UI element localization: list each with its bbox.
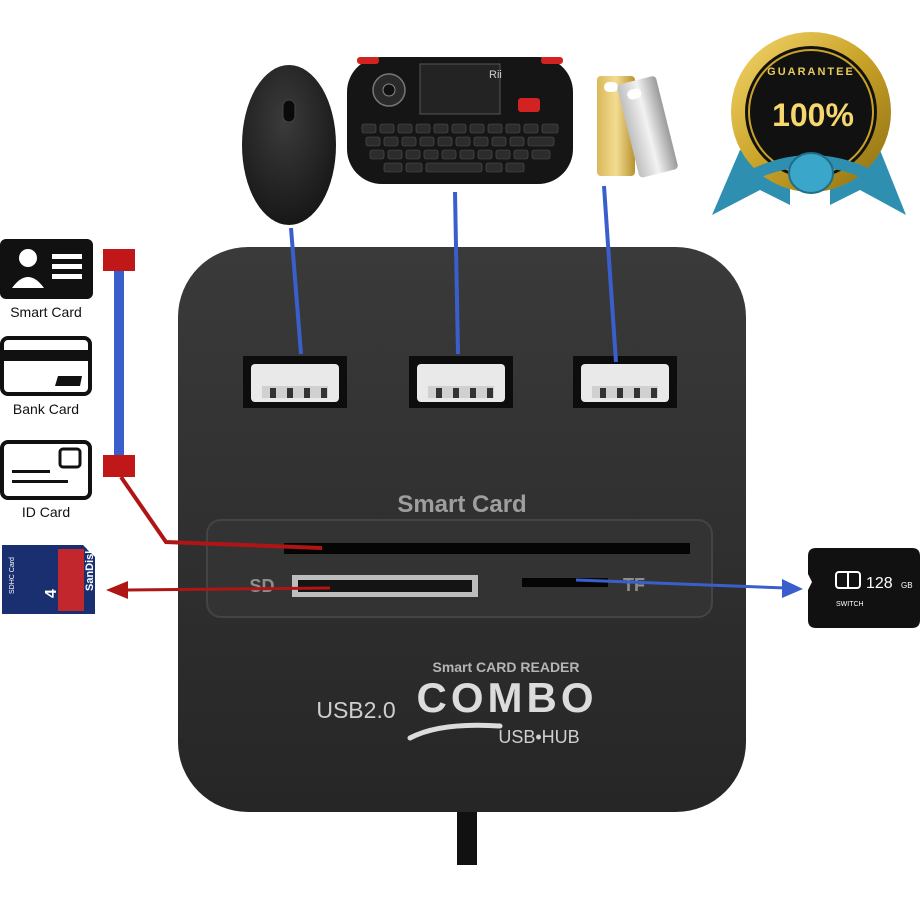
- combo-swoosh: [407, 722, 503, 741]
- mouse-connector-line: [289, 227, 303, 355]
- bank-card-icon: [0, 336, 92, 396]
- guarantee-percent: 100%: [772, 97, 854, 133]
- card-bracket-line: [114, 270, 124, 465]
- id-card-label: ID Card: [21, 504, 71, 520]
- card-bracket-bottom-marker: [103, 455, 135, 477]
- card-bracket-top-marker: [103, 249, 135, 271]
- id-card-icon: [0, 440, 92, 500]
- usb-version-label: USB2.0: [316, 697, 395, 723]
- keyboard-brand: Rii: [489, 69, 502, 81]
- sd-card-type: SDHC Card: [9, 557, 16, 594]
- keyboard-icon: Rii: [347, 57, 573, 184]
- microsd-unit: GB: [901, 581, 913, 590]
- flash-drive-connector-line: [602, 185, 618, 363]
- sd-card-icon: SDHC Card 4 SanDisk: [2, 545, 96, 614]
- microsd-brand: SWITCH: [836, 601, 864, 608]
- bank-card-label: Bank Card: [12, 401, 80, 417]
- keyboard-connector-line: [453, 191, 460, 355]
- tf-arrow-head-icon: [782, 579, 803, 598]
- usb-port-2: [409, 356, 513, 408]
- mouse-icon: [242, 65, 336, 225]
- sd-arrow-line: [121, 586, 331, 592]
- sd-card-brand: SanDisk: [84, 547, 96, 591]
- flash-drive-icon: [597, 76, 678, 178]
- reader-panel: [206, 519, 713, 618]
- usb-port-1: [243, 356, 347, 408]
- tf-arrow-line: [575, 578, 787, 590]
- guarantee-text: GUARANTEE: [767, 66, 855, 78]
- guarantee-badge-icon: GUARANTEE 100%: [712, 32, 906, 215]
- hub-tagline: Smart CARD READER: [432, 659, 579, 675]
- usb-hub-label: USB•HUB: [498, 727, 579, 747]
- smart-card-slot: [284, 543, 690, 554]
- usb-cable: [457, 805, 477, 865]
- usb-port-3: [573, 356, 677, 408]
- microsd-card-icon: 128 GB SWITCH: [808, 548, 920, 628]
- sd-slot-label: SD: [249, 576, 274, 596]
- microsd-capacity: 128: [866, 575, 893, 592]
- smart-card-label: Smart Card: [10, 304, 82, 320]
- tf-slot: [522, 578, 608, 587]
- sd-arrow-head-icon: [106, 581, 128, 599]
- combo-label: COMBO: [417, 674, 598, 721]
- smart-card-icon: [0, 239, 93, 299]
- smart-slot-arrow: [119, 475, 323, 550]
- tf-slot-label: TF: [623, 575, 645, 595]
- sd-card-capacity: 4: [43, 589, 60, 598]
- smart-card-slot-label: Smart Card: [397, 491, 526, 518]
